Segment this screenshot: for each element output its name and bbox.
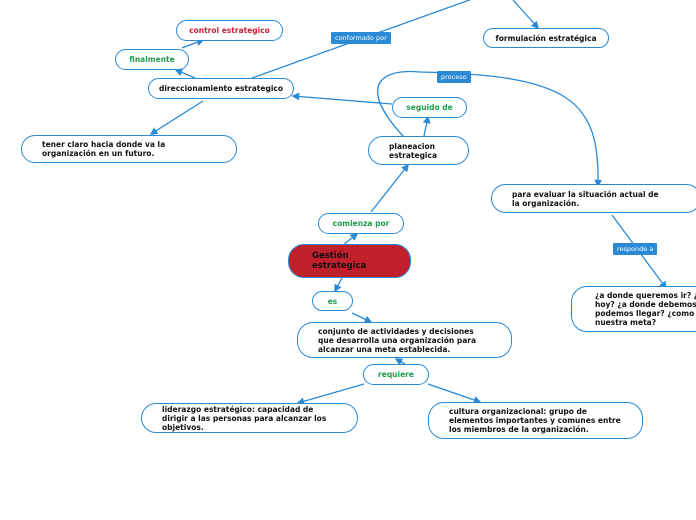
node-conjunto-actividades[interactable]: conjunto de actividades y decisiones que… (297, 322, 512, 358)
node-requiere-label: requiere (378, 370, 414, 379)
node-conjunto-label: conjunto de actividades y decisiones que… (318, 326, 477, 354)
tag-conformado-por: conformado por (331, 32, 391, 44)
node-para-evaluar-label: para evaluar la situación actual de la o… (512, 189, 659, 208)
node-gestion-estrategica[interactable]: Gestión estrategica (288, 244, 411, 278)
line-requiere-cultura (427, 383, 482, 404)
line-comienza-planeacion (370, 163, 409, 213)
node-preguntas[interactable]: ¿a donde queremos ir? ¿e hoy? ¿a donde d… (571, 286, 696, 332)
node-requiere[interactable]: requiere (363, 364, 429, 385)
tag-responde-a: responde a (613, 243, 658, 255)
tag-proceso: proceso (437, 71, 471, 83)
node-es[interactable]: es (312, 291, 353, 311)
node-gestion-label: Gestión estrategica (312, 251, 367, 271)
line-es-conjunto (351, 312, 373, 323)
node-comienza-por-label: comienza por (332, 219, 390, 228)
line-main-comienza (342, 233, 359, 246)
line-planeacion-seguido (422, 115, 431, 137)
line-requiere-liderazgo (296, 383, 365, 406)
line-direccionamiento-finalmente (174, 68, 196, 79)
node-control-estrategico[interactable]: control estrategico (176, 20, 283, 41)
node-planeacion-label: planeacion estrategica (389, 141, 438, 160)
node-finalmente-label: finalmente (129, 55, 175, 64)
node-seguido-de-label: seguido de (406, 103, 453, 112)
line-conformado-formulacion (512, 0, 540, 30)
node-liderazgo-estrategico[interactable]: liderazgo estratégico: capacidad de diri… (141, 403, 358, 433)
line-finalmente-control (181, 38, 205, 49)
node-cultura-label: cultura organizacional: grupo de element… (449, 407, 621, 434)
line-planeacion-proceso-evaluar (376, 70, 603, 188)
node-direccionamiento-label: direccionamiento estrategico (158, 84, 283, 93)
tag-responde-a-label: responde a (617, 245, 654, 253)
node-preguntas-label: ¿a donde queremos ir? ¿e hoy? ¿a donde d… (595, 291, 696, 327)
node-comienza-por[interactable]: comienza por (318, 213, 404, 234)
node-direccionamiento-estrategico[interactable]: direccionamiento estrategico (148, 78, 294, 99)
node-finalmente[interactable]: finalmente (115, 49, 189, 70)
tag-conformado-por-label: conformado por (335, 34, 387, 42)
node-cultura-organizacional[interactable]: cultura organizacional: grupo de element… (428, 402, 643, 439)
line-seguido-direccionamiento (291, 92, 393, 105)
node-planeacion-estrategica[interactable]: planeacion estrategica (368, 136, 469, 165)
node-para-evaluar[interactable]: para evaluar la situación actual de la o… (491, 184, 696, 213)
node-es-label: es (327, 296, 338, 306)
line-requiere-conjunto (394, 358, 406, 366)
line-direccionamiento-tener (149, 100, 204, 135)
node-control-label: control estrategico (189, 26, 270, 35)
line-main-es (334, 277, 343, 293)
node-formulacion-estrategica[interactable]: formulación estratégica (483, 28, 609, 48)
node-tener-claro[interactable]: tener claro hacia donde va la organizaci… (21, 135, 237, 163)
node-seguido-de[interactable]: seguido de (392, 97, 467, 118)
tag-proceso-label: proceso (441, 73, 467, 81)
node-liderazgo-label: liderazgo estratégico: capacidad de diri… (162, 404, 327, 432)
node-tener-claro-label: tener claro hacia donde va la organizaci… (42, 140, 166, 158)
node-formulacion-label: formulación estratégica (495, 33, 597, 43)
